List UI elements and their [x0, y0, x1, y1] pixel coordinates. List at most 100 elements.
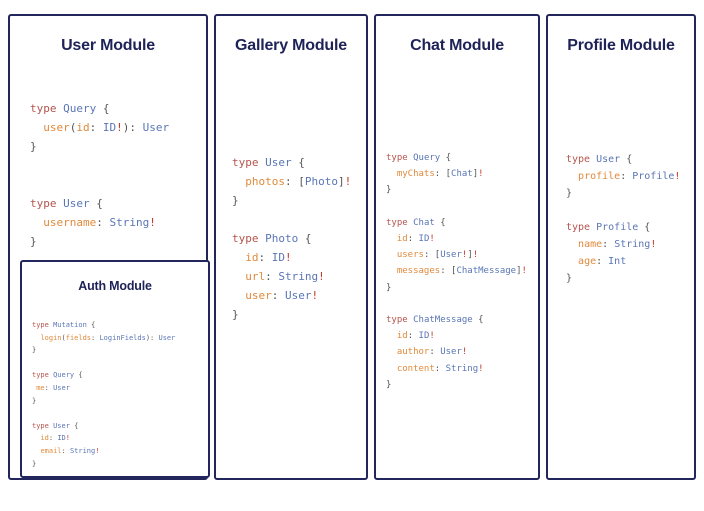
code-token-kw: type [232, 232, 259, 245]
code-token-type: User [142, 121, 170, 134]
code-token-pun: { [86, 321, 96, 329]
code-token-bang: ! [311, 289, 319, 302]
code-token-type: Query [63, 102, 97, 115]
code-token-pun [232, 289, 245, 302]
code-token-kw: type [566, 222, 591, 233]
code-token-bang: ! [285, 251, 292, 264]
code-token-pun: : [429, 347, 441, 358]
code-token-fld: id [76, 121, 90, 134]
code-token-type: User [440, 347, 462, 358]
code-token-fld: photos [245, 175, 285, 188]
code-token-pun [30, 121, 43, 134]
code-token-fld: id [396, 234, 408, 245]
code-token-bang: ! [478, 363, 484, 374]
code-token-pun [386, 234, 397, 244]
code-token-pun: : [596, 256, 609, 267]
code-token-pun: : [271, 289, 285, 302]
code-token-pun: } [32, 459, 37, 468]
code-token-pun: { [96, 102, 110, 115]
code-token-pun [566, 256, 578, 267]
code-token-type: User [265, 156, 292, 169]
code-token-bang: ! [461, 347, 468, 358]
code-token-pun: } [232, 308, 239, 321]
code-token-pun: : [48, 434, 58, 443]
schema-code-user: type Query { user(id: ID!): User } type … [30, 99, 169, 251]
code-token-bang: ! [344, 175, 352, 188]
code-token-type: Photo [304, 175, 338, 188]
code-token-bang: ! [116, 121, 123, 134]
module-card-user[interactable]: User Module type Query { user(id: ID!): … [8, 14, 210, 480]
code-token-bang: ! [95, 446, 100, 455]
code-token-kw: type [32, 371, 49, 380]
code-token-kw: type [566, 154, 591, 165]
code-token-pun: ): [145, 333, 159, 342]
code-token-pun: { [638, 222, 651, 233]
code-token-type: User [440, 250, 462, 261]
code-token-fld: username [43, 216, 97, 229]
code-token-kw: type [32, 421, 49, 430]
code-token-pun: { [298, 232, 312, 245]
code-token-type: User [53, 383, 70, 392]
code-token-kw: type [386, 217, 408, 228]
code-token-pun: } [232, 194, 239, 207]
code-token-kw: type [386, 315, 408, 326]
code-token-pun: : [96, 216, 110, 229]
code-token-pun: : [620, 171, 633, 182]
code-token-bang: ! [429, 234, 435, 245]
code-token-pun: } [566, 188, 573, 199]
module-card-profile[interactable]: Profile Module type User { profile: Prof… [546, 14, 696, 480]
code-token-pun: } [386, 282, 392, 293]
code-token-pun: } [32, 346, 37, 355]
code-token-pun: { [440, 153, 452, 163]
code-token-kw: type [232, 156, 259, 169]
code-token-bang: ! [472, 250, 479, 261]
code-token-type: User [63, 197, 90, 210]
code-token-pun: : [89, 121, 103, 134]
code-token-fld: url [245, 270, 266, 283]
code-token-pun [386, 347, 397, 357]
code-token-type: ID [271, 251, 285, 264]
code-token-pun: : [ [285, 175, 305, 188]
code-token-fld: author [396, 347, 430, 358]
code-token-fld: id [245, 251, 259, 264]
code-token-type: Chat [413, 217, 435, 228]
code-token-pun [232, 175, 245, 188]
code-token-pun: : [602, 239, 615, 250]
code-token-type: Query [413, 153, 441, 163]
module-card-chat[interactable]: Chat Module type Query { myChats: [Chat]… [374, 14, 540, 480]
code-token-type: Profile [596, 222, 639, 233]
code-token-type: ID [102, 121, 117, 134]
code-token-pun: : [434, 363, 446, 374]
code-token-pun [386, 331, 397, 341]
module-card-auth[interactable]: Auth Module type Mutation { login(fields… [20, 260, 210, 478]
code-token-pun [386, 364, 397, 374]
code-token-pun: : [61, 446, 70, 455]
module-card-gallery[interactable]: Gallery Module type User { photos: [Phot… [214, 14, 368, 480]
code-token-type: User [285, 289, 312, 302]
code-token-kw: type [386, 153, 408, 163]
module-title-auth: Auth Module [78, 279, 152, 293]
code-token-type: ChatMessage [413, 315, 473, 326]
code-token-pun: : [407, 331, 419, 342]
code-token-pun: { [620, 154, 633, 165]
code-token-pun: : [258, 251, 272, 264]
code-token-type: Chat [451, 169, 473, 180]
code-token-fld: me [36, 383, 45, 392]
code-token-fld: user [43, 121, 70, 134]
code-token-type: String [445, 363, 479, 374]
code-token-bang: ! [65, 434, 70, 443]
code-token-kw: type [30, 102, 57, 115]
code-token-type: Int [608, 256, 627, 267]
code-token-pun [232, 270, 245, 283]
code-token-bang: ! [318, 270, 325, 283]
code-token-pun: } [30, 140, 37, 153]
code-token-pun: : [44, 383, 54, 392]
code-token-pun: ( [61, 333, 66, 342]
code-token-type: User [53, 421, 70, 430]
code-token-pun: { [69, 421, 79, 430]
code-token-pun: ] [516, 266, 522, 277]
code-token-type: ID [57, 434, 66, 443]
code-token-pun: : [ [434, 169, 452, 180]
code-token-type: Mutation [53, 321, 87, 329]
